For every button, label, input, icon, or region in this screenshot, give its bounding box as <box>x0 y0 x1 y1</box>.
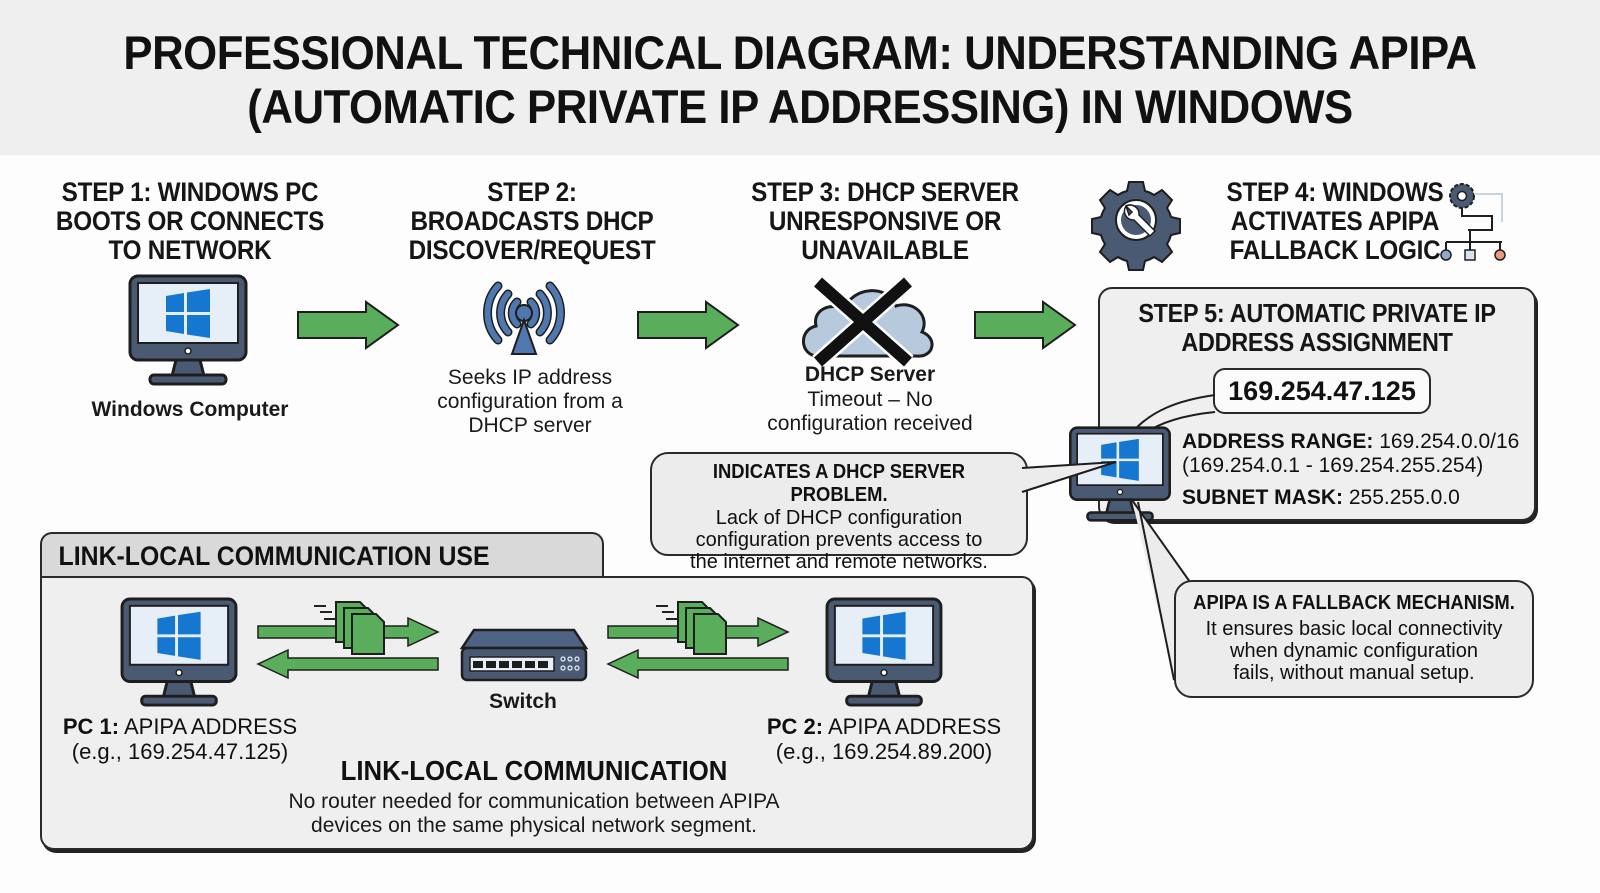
ip-address-value: 169.254.47.125 <box>1228 376 1416 406</box>
cloud-x-icon <box>802 275 934 369</box>
step-4-line-1: STEP 4: WINDOWS <box>1226 177 1444 207</box>
ip-address-bubble: 169.254.47.125 <box>1213 368 1431 414</box>
step-2-caption-line-2: configuration from a <box>437 390 623 413</box>
step-5-heading: STEP 5: AUTOMATIC PRIVATE IP ADDRESS ASS… <box>1122 299 1513 357</box>
dhcp-problem-line-1: Lack of DHCP configuration <box>715 507 963 529</box>
address-range-label: ADDRESS RANGE: <box>1182 430 1374 453</box>
address-range-value: 169.254.0.0/16 <box>1379 430 1520 453</box>
step-2-caption: Seeks IP address configuration from a DH… <box>400 366 660 438</box>
step-3-line-3: UNAVAILABLE <box>801 235 969 265</box>
step-2-line-2: BROADCASTS DHCP <box>410 206 654 236</box>
subnet-mask-value: 255.255.0.0 <box>1348 486 1460 509</box>
pc2-address-example: (e.g., 169.254.89.200) <box>775 739 993 764</box>
data-packets-icon <box>313 601 385 655</box>
step-3-caption: Timeout – No configuration received <box>740 388 1000 436</box>
data-packets-icon-2 <box>655 601 727 655</box>
network-switch-icon <box>459 628 589 682</box>
fallback-line-2: when dynamic configuration <box>1230 640 1478 662</box>
flow-arrow-1-icon <box>297 301 399 349</box>
link-local-desc-line-1: No router needed for communication betwe… <box>288 790 780 813</box>
step-4-line-3: FALLBACK LOGIC <box>1229 235 1441 265</box>
step-5-line-2: ADDRESS ASSIGNMENT <box>1181 327 1453 357</box>
link-local-desc-line-2: devices on the same physical network seg… <box>311 814 757 837</box>
step-2-caption-line-1: Seeks IP address <box>447 366 613 389</box>
pc2-name: PC 2: <box>766 714 824 739</box>
monitor-windows-icon <box>128 274 248 386</box>
pc1-address-example: (e.g., 169.254.47.125) <box>71 739 289 764</box>
gear-flowchart-icon <box>1440 183 1506 261</box>
address-range-detail: (169.254.0.1 - 169.254.255.254) <box>1182 454 1484 477</box>
wireless-antenna-icon <box>483 281 565 355</box>
step-3-line-2: UNRESPONSIVE OR <box>768 206 1002 236</box>
pc1-label: PC 1: APIPA ADDRESS (e.g., 169.254.47.12… <box>40 714 320 764</box>
step-1-line-2: BOOTS OR CONNECTS <box>55 206 325 236</box>
fallback-line-3: fails, without manual setup. <box>1233 662 1475 684</box>
subnet-mask: SUBNET MASK: 255.255.0.0 <box>1182 486 1527 510</box>
dhcp-problem-callout: INDICATES A DHCP SERVER PROBLEM. Lack of… <box>650 452 1028 573</box>
pc1-monitor-icon <box>120 597 238 707</box>
step-3-caption-line-1: Timeout – No <box>807 388 933 411</box>
pc2-label: PC 2: APIPA ADDRESS (e.g., 169.254.89.20… <box>742 714 1026 764</box>
link-local-heading: LINK-LOCAL COMMUNICATION <box>340 755 728 786</box>
step-2-heading: STEP 2: BROADCASTS DHCP DISCOVER/REQUEST <box>388 178 676 265</box>
step-1-caption: Windows Computer <box>91 398 289 421</box>
fallback-line-1: It ensures basic local connectivity <box>1205 618 1503 640</box>
step-1-heading: STEP 1: WINDOWS PC BOOTS OR CONNECTS TO … <box>46 178 334 265</box>
step-1-line-1: STEP 1: WINDOWS PC <box>61 177 319 207</box>
step-1-line-3: TO NETWORK <box>108 235 272 265</box>
flow-arrow-3-icon <box>974 301 1076 349</box>
pc1-name: PC 1: <box>62 714 120 739</box>
step-3-caption-line-2: configuration received <box>767 412 973 435</box>
step-4-line-2: ACTIVATES APIPA <box>1230 206 1440 236</box>
step-4-heading: STEP 4: WINDOWS ACTIVATES APIPA FALLBACK… <box>1196 178 1475 265</box>
gear-wrench-icon <box>1091 181 1181 271</box>
step-2-line-3: DISCOVER/REQUEST <box>408 235 656 265</box>
dhcp-problem-heading: INDICATES A DHCP SERVER PROBLEM. <box>712 461 966 506</box>
step-2-caption-line-3: DHCP server <box>468 414 592 437</box>
link-local-tab: LINK-LOCAL COMMUNICATION USE CASE <box>40 532 604 615</box>
step-5-line-1: STEP 5: AUTOMATIC PRIVATE IP <box>1138 298 1496 328</box>
pc2-address-type: APIPA ADDRESS <box>827 714 1002 739</box>
subnet-mask-label: SUBNET MASK: <box>1182 486 1343 509</box>
link-local-description: No router needed for communication betwe… <box>184 790 884 838</box>
step-3-heading: STEP 3: DHCP SERVER UNRESPONSIVE OR UNAV… <box>728 178 1043 265</box>
step-2-line-1: STEP 2: <box>487 177 577 207</box>
fallback-callout: APIPA IS A FALLBACK MECHANISM. It ensure… <box>1174 580 1534 698</box>
title-band <box>0 0 1600 155</box>
title-line-1: PROFESSIONAL TECHNICAL DIAGRAM: UNDERSTA… <box>123 26 1477 79</box>
dhcp-callout-tail <box>1021 461 1117 493</box>
dhcp-problem-line-2: configuration prevents access to <box>695 529 983 551</box>
page-title: PROFESSIONAL TECHNICAL DIAGRAM: UNDERSTA… <box>56 26 1544 134</box>
pc1-address-type: APIPA ADDRESS <box>123 714 298 739</box>
fallback-heading: APIPA IS A FALLBACK MECHANISM. <box>1193 592 1515 614</box>
pc2-monitor-icon <box>825 597 943 707</box>
step-3-caption-title: DHCP Server <box>804 363 936 386</box>
dhcp-problem-line-3: the internet and remote networks. <box>690 551 988 573</box>
title-line-2: (AUTOMATIC PRIVATE IP ADDRESSING) IN WIN… <box>247 80 1353 133</box>
address-range: ADDRESS RANGE: 169.254.0.0/16 (169.254.0… <box>1182 430 1527 478</box>
switch-label: Switch <box>489 690 557 713</box>
flow-arrow-2-icon <box>637 301 739 349</box>
step-3-line-1: STEP 3: DHCP SERVER <box>751 177 1019 207</box>
